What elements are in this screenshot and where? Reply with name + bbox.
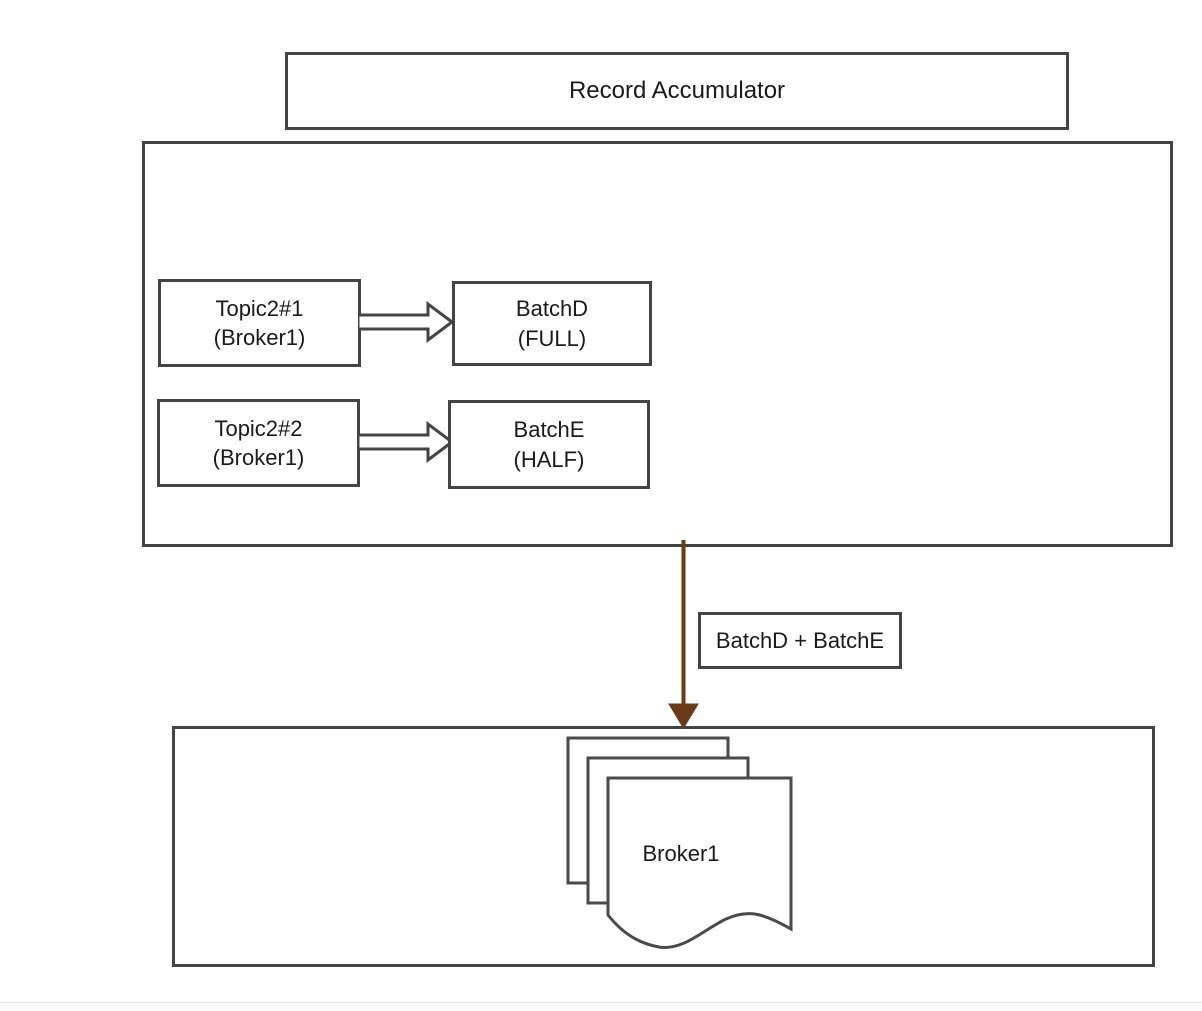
flow-edge-label[interactable]: BatchD + BatchE bbox=[698, 612, 902, 669]
multi-document-icon[interactable] bbox=[563, 733, 799, 953]
topic2-partition2-box[interactable]: Topic2#2 (Broker1) bbox=[157, 399, 360, 487]
batche-box[interactable]: BatchE (HALF) bbox=[448, 400, 650, 489]
block-arrow-right-icon-row1 bbox=[358, 301, 454, 343]
topic2-partition1-box[interactable]: Topic2#1 (Broker1) bbox=[158, 279, 361, 367]
record-accumulator-title-box[interactable]: Record Accumulator bbox=[285, 52, 1069, 130]
batchd-box[interactable]: BatchD (FULL) bbox=[452, 281, 652, 366]
page-bottom-strip bbox=[0, 1003, 1202, 1011]
page-bottom-divider bbox=[0, 1002, 1202, 1003]
block-arrow-right-icon-row2 bbox=[358, 421, 454, 463]
